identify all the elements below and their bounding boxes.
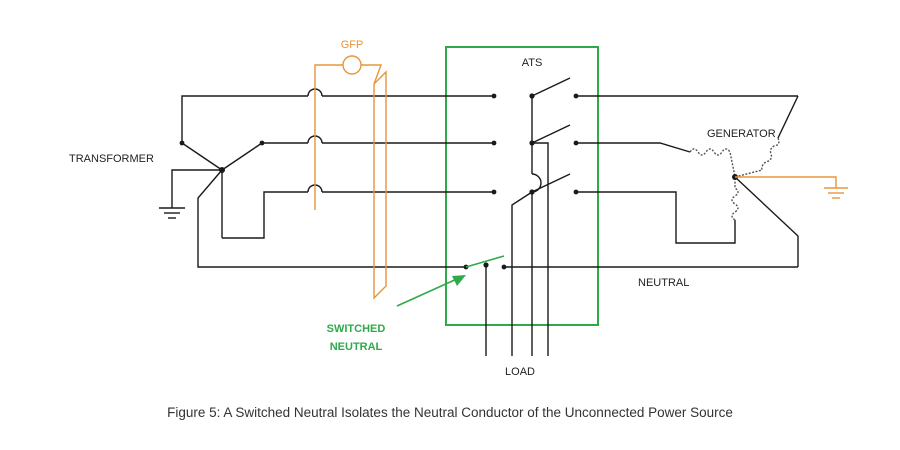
neutral-label: NEUTRAL [638, 277, 689, 289]
phase-conductor-2 [262, 135, 691, 153]
phase-conductor-3 [222, 184, 736, 244]
switched-neutral-arrow-icon [396, 275, 466, 307]
transformer-label: TRANSFORMER [69, 153, 154, 165]
load-wires [485, 96, 549, 356]
ats-label: ATS [522, 57, 543, 69]
generator-label: GENERATOR [707, 128, 776, 140]
gfp-label: GFP [341, 39, 364, 51]
switched-neutral-label-line1: SWITCHED [327, 323, 386, 335]
load-label: LOAD [505, 366, 535, 378]
phase-conductor-1 [181, 88, 799, 143]
generator-wye [689, 137, 780, 221]
transformer-ground-icon [159, 169, 222, 219]
ats-enclosure [445, 46, 599, 326]
figure-caption: Figure 5: A Switched Neutral Isolates th… [167, 405, 733, 420]
neutral-conductor [197, 169, 799, 268]
switched-neutral-switch [463, 255, 507, 270]
ats-phase-switch-1 [491, 77, 579, 99]
transformer-wye [179, 140, 265, 238]
switched-neutral-label-line2: NEUTRAL [330, 341, 383, 353]
generator-ground-icon [735, 176, 848, 199]
gfp-sensor [314, 55, 387, 300]
